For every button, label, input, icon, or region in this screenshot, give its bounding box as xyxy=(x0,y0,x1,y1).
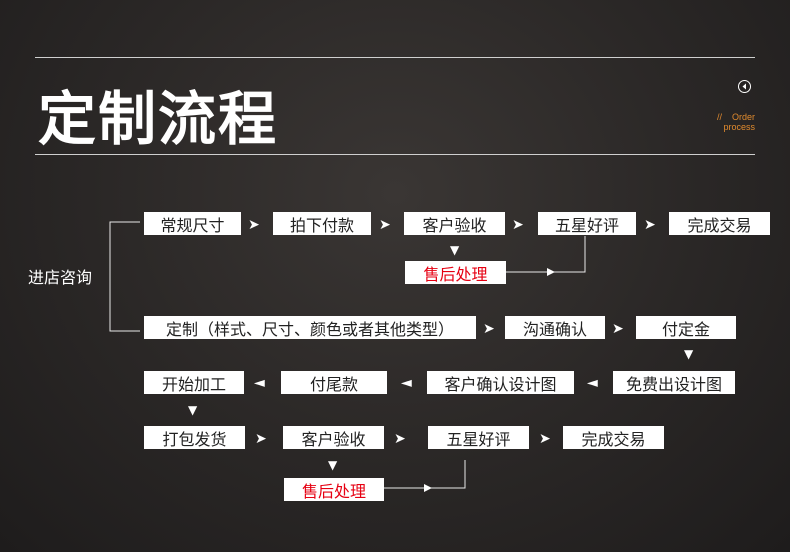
step-after-sales-2: 售后处理 xyxy=(284,478,384,501)
bottom-divider xyxy=(35,154,755,155)
arrow-left-icon: ◄ xyxy=(401,375,412,391)
top-divider xyxy=(35,57,755,58)
step-customer-accept-2: 客户验收 xyxy=(283,426,384,449)
caption-line1: Order xyxy=(731,112,755,122)
step-after-sales: 售后处理 xyxy=(405,261,506,284)
arrow-right-icon: ➤ xyxy=(512,217,524,233)
caption-prefix: // xyxy=(716,112,722,122)
arrow-right-icon: ➤ xyxy=(248,217,260,233)
arrow-left-icon: ◄ xyxy=(587,375,598,391)
step-customer-accept: 客户验收 xyxy=(404,212,505,235)
arrow-down-icon: ▼ xyxy=(188,403,198,417)
caption-line2: process xyxy=(723,122,755,132)
arrow-right-icon: ➤ xyxy=(539,431,551,447)
step-standard-size: 常规尺寸 xyxy=(144,212,241,235)
step-order-pay: 拍下付款 xyxy=(273,212,371,235)
page-title: 定制流程 xyxy=(38,85,279,153)
arrow-down-icon: ▼ xyxy=(328,458,338,472)
arrow-down-icon: ▼ xyxy=(684,347,694,361)
arrow-right-icon: ➤ xyxy=(255,431,267,447)
store-consult-label: 进店咨询 xyxy=(28,268,93,287)
step-start-processing: 开始加工 xyxy=(144,371,244,394)
step-pay-balance: 付尾款 xyxy=(281,371,387,394)
arrow-right-icon: ➤ xyxy=(483,321,495,337)
step-customer-confirm-design: 客户确认设计图 xyxy=(427,371,574,394)
step-custom-order: 定制（样式、尺寸、颜色或者其他类型） xyxy=(144,316,476,339)
step-complete-deal: 完成交易 xyxy=(669,212,770,235)
arrow-down-icon: ▼ xyxy=(450,243,460,257)
step-pack-ship: 打包发货 xyxy=(144,426,245,449)
step-five-star-review: 五星好评 xyxy=(538,212,636,235)
arrow-left-circle-icon xyxy=(738,80,751,93)
arrow-right-icon: ➤ xyxy=(644,217,656,233)
arrow-right-icon: ➤ xyxy=(379,217,391,233)
step-complete-deal-2: 完成交易 xyxy=(563,426,664,449)
arrow-right-icon: ➤ xyxy=(394,431,406,447)
step-free-design: 免费出设计图 xyxy=(613,371,735,394)
order-process-caption: // Order process xyxy=(700,112,755,132)
step-five-star-review-2: 五星好评 xyxy=(428,426,529,449)
step-communicate-confirm: 沟通确认 xyxy=(505,316,605,339)
step-pay-deposit: 付定金 xyxy=(636,316,736,339)
arrow-right-icon: ➤ xyxy=(612,321,624,337)
arrow-left-icon: ◄ xyxy=(254,375,265,391)
